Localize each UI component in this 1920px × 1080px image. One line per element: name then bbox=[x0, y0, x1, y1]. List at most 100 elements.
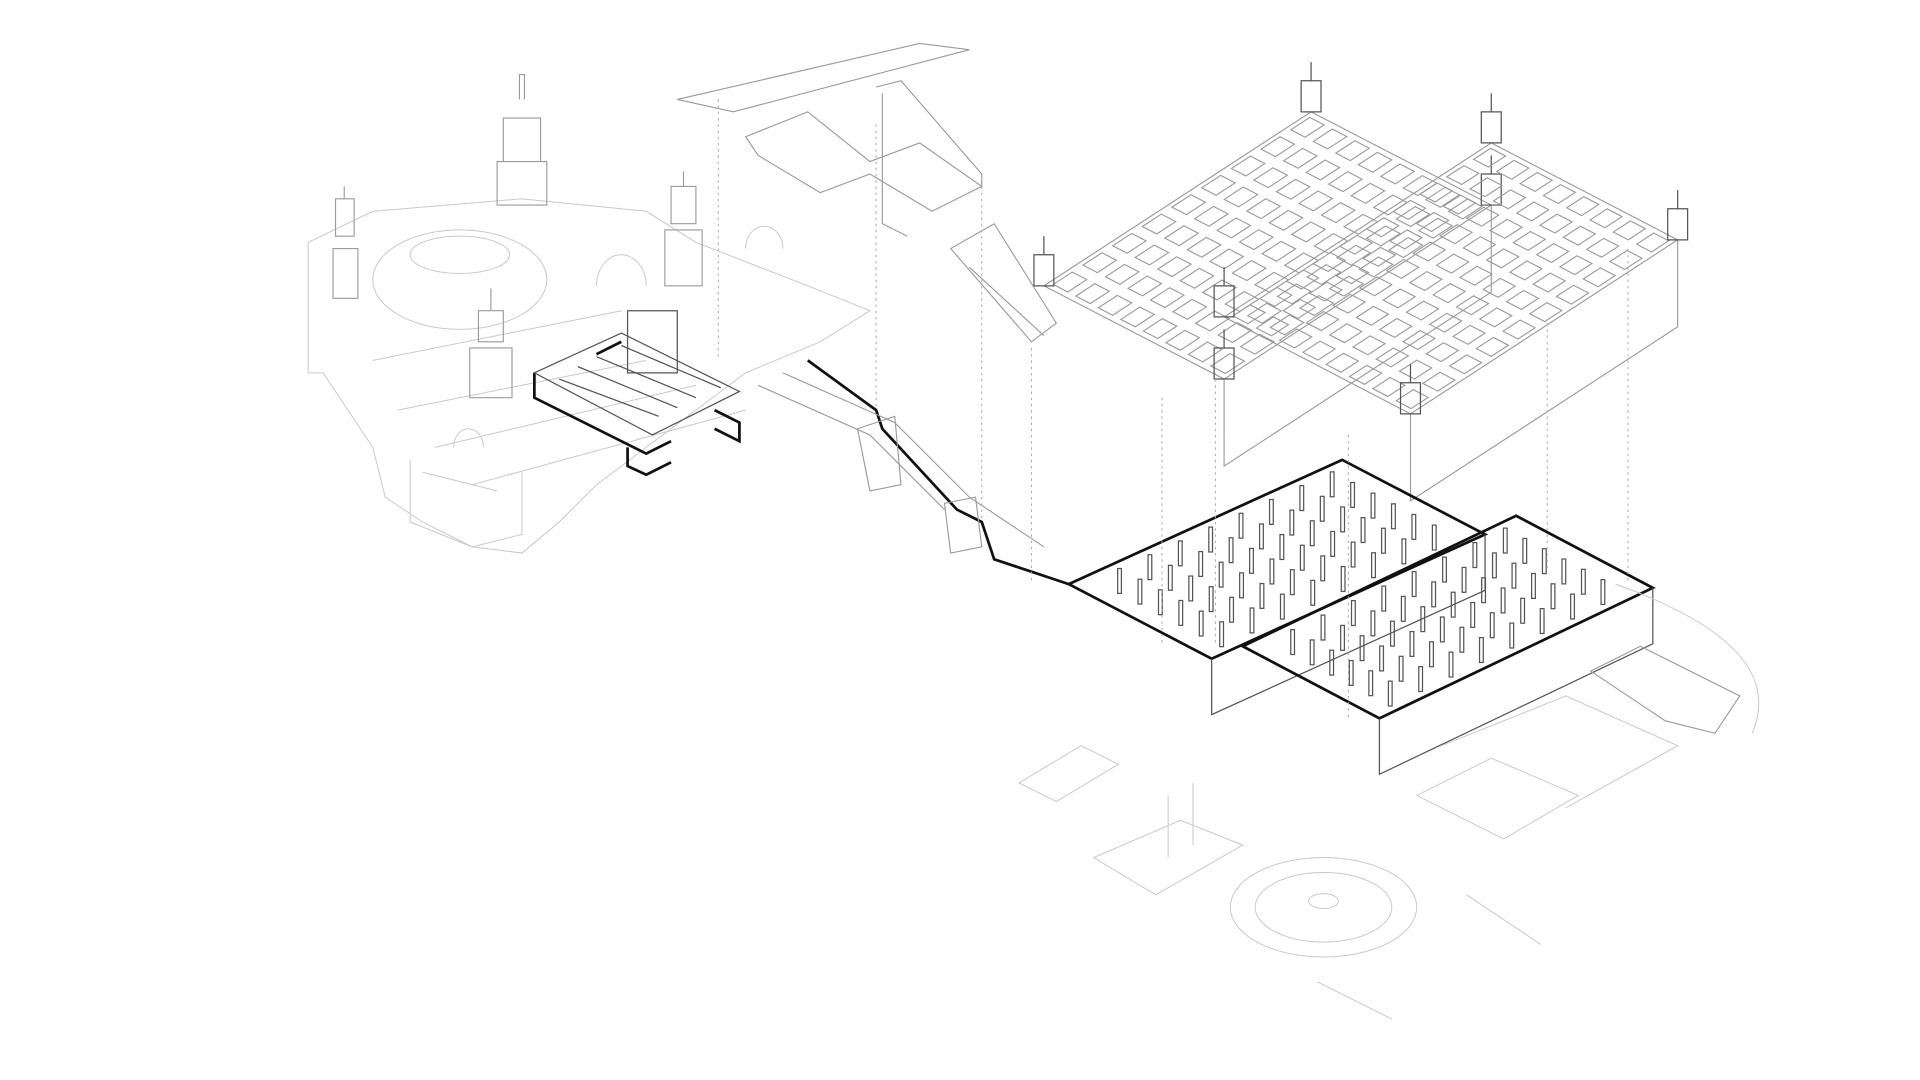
skylight bbox=[1308, 281, 1343, 302]
skylight bbox=[1335, 264, 1370, 285]
skylight bbox=[1252, 167, 1289, 189]
skylight bbox=[1362, 246, 1397, 267]
skylight bbox=[1325, 352, 1360, 373]
skylight bbox=[1435, 253, 1470, 274]
skylight bbox=[1358, 256, 1394, 278]
column bbox=[1350, 541, 1356, 568]
skylight bbox=[1392, 199, 1427, 220]
column bbox=[1309, 639, 1315, 666]
skylight bbox=[1448, 354, 1483, 375]
skylight bbox=[1111, 232, 1148, 254]
column bbox=[1370, 610, 1376, 637]
skylight bbox=[1119, 306, 1156, 328]
skylight bbox=[1401, 329, 1437, 351]
skylight bbox=[1276, 283, 1313, 305]
palace-building bbox=[307, 198, 871, 554]
skylight bbox=[1246, 302, 1283, 324]
skylight bbox=[1585, 237, 1620, 258]
column bbox=[1522, 537, 1528, 564]
skylight bbox=[1231, 260, 1267, 282]
skylight bbox=[1438, 224, 1474, 245]
column bbox=[1389, 620, 1395, 647]
column bbox=[1268, 498, 1274, 525]
skylight bbox=[1312, 251, 1347, 273]
column bbox=[1258, 523, 1264, 550]
skylight bbox=[1492, 189, 1527, 210]
skylight bbox=[1424, 186, 1461, 208]
column bbox=[1360, 517, 1366, 544]
skylight bbox=[1402, 175, 1438, 197]
skylight bbox=[1217, 322, 1253, 344]
skylight bbox=[1455, 295, 1490, 316]
skylight bbox=[1582, 267, 1617, 288]
skylight bbox=[1555, 284, 1590, 305]
column bbox=[1411, 513, 1417, 540]
skylight bbox=[1187, 341, 1223, 363]
exhibition-halls bbox=[1065, 458, 1656, 776]
skylight bbox=[1365, 217, 1400, 238]
column bbox=[1157, 589, 1163, 616]
skylight bbox=[1289, 116, 1326, 138]
skylight bbox=[1282, 147, 1319, 169]
column bbox=[1299, 485, 1305, 512]
skylight bbox=[1283, 252, 1320, 274]
skylight bbox=[1186, 236, 1222, 258]
skylight bbox=[1558, 255, 1594, 276]
skylight bbox=[1149, 287, 1186, 309]
skylight bbox=[1562, 225, 1597, 246]
skylight bbox=[1332, 293, 1367, 314]
column bbox=[1289, 569, 1295, 596]
column bbox=[1329, 471, 1335, 498]
skylight bbox=[1465, 206, 1500, 227]
skylight bbox=[1170, 194, 1207, 216]
skylight bbox=[1388, 229, 1424, 250]
hall-right-wall bbox=[1378, 587, 1654, 776]
ramp-connection bbox=[757, 359, 1070, 586]
skylight bbox=[1179, 267, 1215, 289]
corner-tower-icon bbox=[1033, 236, 1055, 287]
skylight bbox=[1462, 236, 1497, 257]
column bbox=[1238, 512, 1244, 539]
column bbox=[1439, 616, 1445, 643]
skylight bbox=[1451, 324, 1487, 345]
column bbox=[1208, 526, 1214, 553]
corner-tower-icon bbox=[1399, 364, 1422, 415]
column bbox=[1188, 575, 1194, 602]
column bbox=[1279, 593, 1285, 620]
skylight bbox=[1223, 186, 1259, 208]
skylight bbox=[1428, 312, 1463, 333]
column bbox=[1219, 621, 1225, 648]
skylight bbox=[1519, 171, 1554, 193]
column bbox=[1249, 547, 1254, 574]
skylight bbox=[1259, 136, 1296, 158]
skylight bbox=[1378, 317, 1413, 339]
column bbox=[1420, 606, 1426, 633]
column bbox=[1340, 506, 1346, 533]
skylight bbox=[1385, 258, 1420, 280]
column bbox=[1390, 503, 1396, 530]
skylight bbox=[1194, 310, 1231, 332]
skylight bbox=[1412, 241, 1447, 262]
skylight bbox=[1269, 314, 1305, 336]
column bbox=[1511, 562, 1517, 589]
skylight bbox=[1478, 307, 1513, 328]
skylight bbox=[1608, 249, 1644, 270]
skylight bbox=[1458, 265, 1494, 286]
column bbox=[1580, 568, 1586, 595]
column bbox=[1239, 572, 1245, 599]
skylight bbox=[1081, 252, 1118, 274]
skylight bbox=[1104, 263, 1141, 285]
column bbox=[1177, 540, 1183, 567]
column bbox=[1359, 635, 1365, 662]
column bbox=[1387, 680, 1393, 707]
skylight bbox=[1358, 276, 1393, 297]
skylight bbox=[1200, 174, 1237, 196]
skylight bbox=[1379, 163, 1416, 185]
skylight bbox=[1193, 205, 1230, 227]
column bbox=[1429, 641, 1434, 668]
column bbox=[1400, 595, 1406, 622]
skylight bbox=[1306, 264, 1342, 286]
skylight bbox=[1261, 240, 1297, 262]
skylight bbox=[1142, 318, 1178, 340]
skylight bbox=[1542, 183, 1577, 205]
